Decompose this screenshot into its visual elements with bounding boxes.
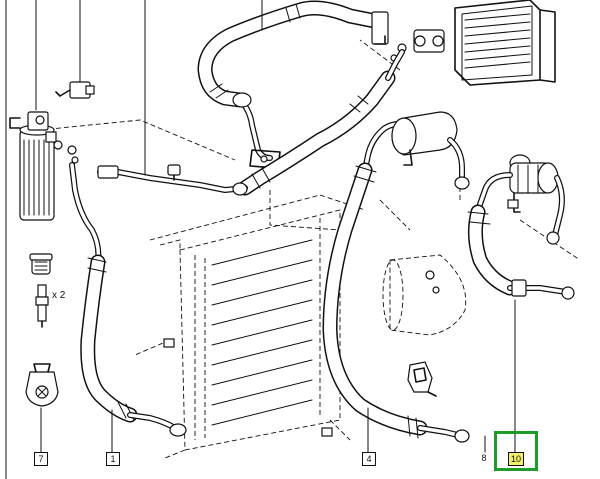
heater-core [454, 0, 556, 86]
suction-pipe [232, 92, 281, 169]
left-long-pipe [97, 165, 248, 196]
callout-8[interactable]: 8 [481, 453, 487, 463]
top-connector [371, 11, 389, 45]
condenser-outline [134, 194, 366, 459]
pressure-switch [35, 0, 95, 111]
callout-4[interactable]: 4 [362, 452, 376, 466]
valve-core [35, 284, 49, 328]
middle-diagonal-hose [237, 70, 396, 196]
top-suction-hose [197, 0, 388, 108]
service-valve [167, 164, 181, 181]
receiver-dryer [9, 111, 57, 221]
bag-icon [25, 363, 59, 407]
valve-pipe [385, 49, 405, 81]
quantity-label: x 2 [52, 290, 66, 301]
callout-10[interactable]: 10 [508, 452, 524, 466]
clip-8 [407, 361, 437, 397]
compressor-outline [382, 254, 467, 336]
callout-7[interactable]: 7 [34, 452, 48, 466]
hose-1 [69, 162, 187, 437]
hose-4 [322, 119, 470, 443]
muffler-10 [467, 154, 575, 300]
valve-caps [29, 253, 53, 275]
canister [391, 111, 470, 190]
selected-part-highlight [494, 431, 538, 471]
callout-1[interactable]: 1 [106, 452, 120, 466]
receiver-fittings [53, 140, 79, 164]
